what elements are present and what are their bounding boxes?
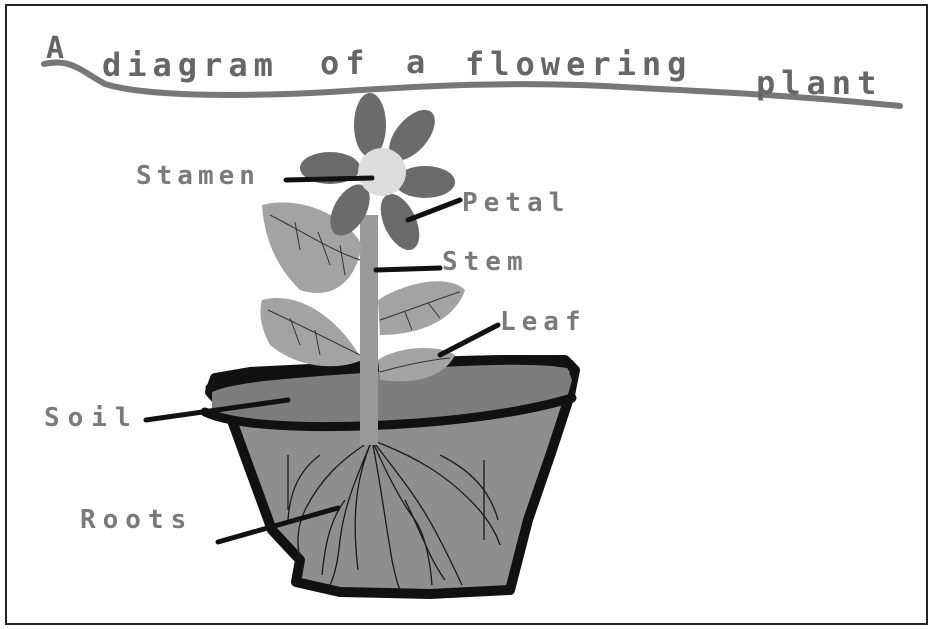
label-soil: Soil <box>44 403 139 433</box>
stamen-pointer <box>286 178 372 180</box>
stem-pointer <box>376 268 440 270</box>
label-roots: Roots <box>80 505 193 535</box>
stem <box>360 215 378 445</box>
title-word-plant: plant <box>756 64 882 102</box>
label-stamen: Stamen <box>136 161 260 191</box>
stamen-center <box>358 148 406 196</box>
petal-pointer <box>408 200 460 220</box>
leaf-pointer <box>440 325 498 355</box>
label-leaf: Leaf <box>500 307 587 337</box>
label-stem: Stem <box>442 247 529 277</box>
title-word-a: a <box>406 43 431 81</box>
title-word-flowering: flowering <box>465 45 692 83</box>
title-word-diagram: diagram <box>102 46 279 84</box>
title-letter-a: A <box>46 31 64 66</box>
title-word-of: of <box>320 44 371 82</box>
label-petal: Petal <box>462 188 570 218</box>
